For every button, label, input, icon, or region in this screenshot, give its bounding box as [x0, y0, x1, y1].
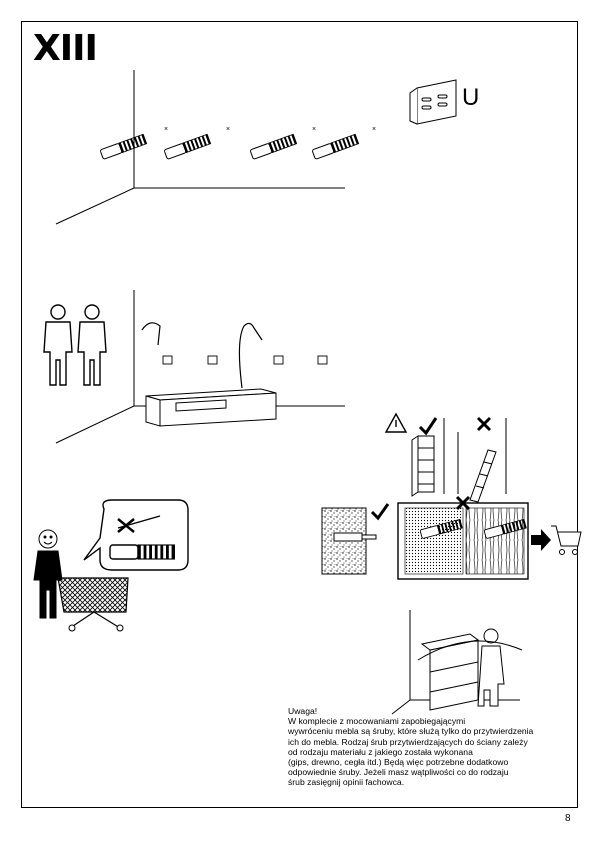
- wall-plug-icon: [99, 133, 360, 160]
- warning-line: W komplecie z mocowaniami zapobiegającym…: [288, 716, 466, 727]
- consultation-illustration: [391, 610, 523, 715]
- cross-icon: [455, 495, 471, 511]
- shopping-cart-icon: [57, 577, 129, 632]
- warning-line: wywróceniu mebla są śruby, które służą t…: [288, 726, 534, 737]
- shopping-cart-icon: [551, 525, 582, 555]
- warning-notice: Uwaga! W komplecie z mocowaniami zapobie…: [288, 706, 578, 788]
- check-icon: [370, 503, 390, 521]
- warning-triangle-icon: [384, 412, 408, 433]
- warning-line: (gips, drewno, cegła itd.) Będą więc pot…: [288, 757, 509, 768]
- bookcase-upright: [411, 418, 445, 497]
- warning-line: śrub zasięgnij opinii fachowca.: [288, 777, 405, 788]
- warning-line: ich do mebla. Rodzaj śrub przytwierdzają…: [288, 736, 528, 747]
- check-icon: [418, 417, 438, 436]
- wall-corner-1: [55, 70, 345, 225]
- part-label: U: [462, 84, 480, 111]
- warning-title: Uwaga!: [288, 706, 318, 716]
- bookcase-tilted: [457, 418, 507, 503]
- wall-material-comparison: [397, 502, 529, 580]
- callout-bubble: [83, 499, 189, 571]
- arrow-right-icon: [531, 529, 551, 551]
- page-frame: [21, 21, 578, 808]
- bracket-icon: [409, 79, 457, 125]
- wall-brackets: [162, 355, 328, 365]
- two-person-icon: [43, 304, 107, 386]
- tv-bench: [145, 388, 277, 427]
- warning-line: od rodzaju materiału z jakiego została w…: [288, 746, 473, 757]
- svg-text:×: ×: [372, 126, 376, 133]
- svg-text:×: ×: [312, 126, 316, 133]
- shopper-figure: [33, 529, 63, 619]
- step-number: XIII: [33, 28, 98, 69]
- svg-text:×: ×: [164, 126, 168, 133]
- page-number: 8: [565, 813, 571, 824]
- warning-line: odpowiednie śruby. Jeżeli masz wątpliwoś…: [288, 767, 509, 778]
- cross-icon: [476, 416, 492, 432]
- wall-material-concrete: [321, 507, 377, 575]
- lift-arrows: [141, 322, 263, 389]
- drill-marks: × × × ×: [164, 126, 376, 133]
- svg-text:×: ×: [226, 126, 230, 133]
